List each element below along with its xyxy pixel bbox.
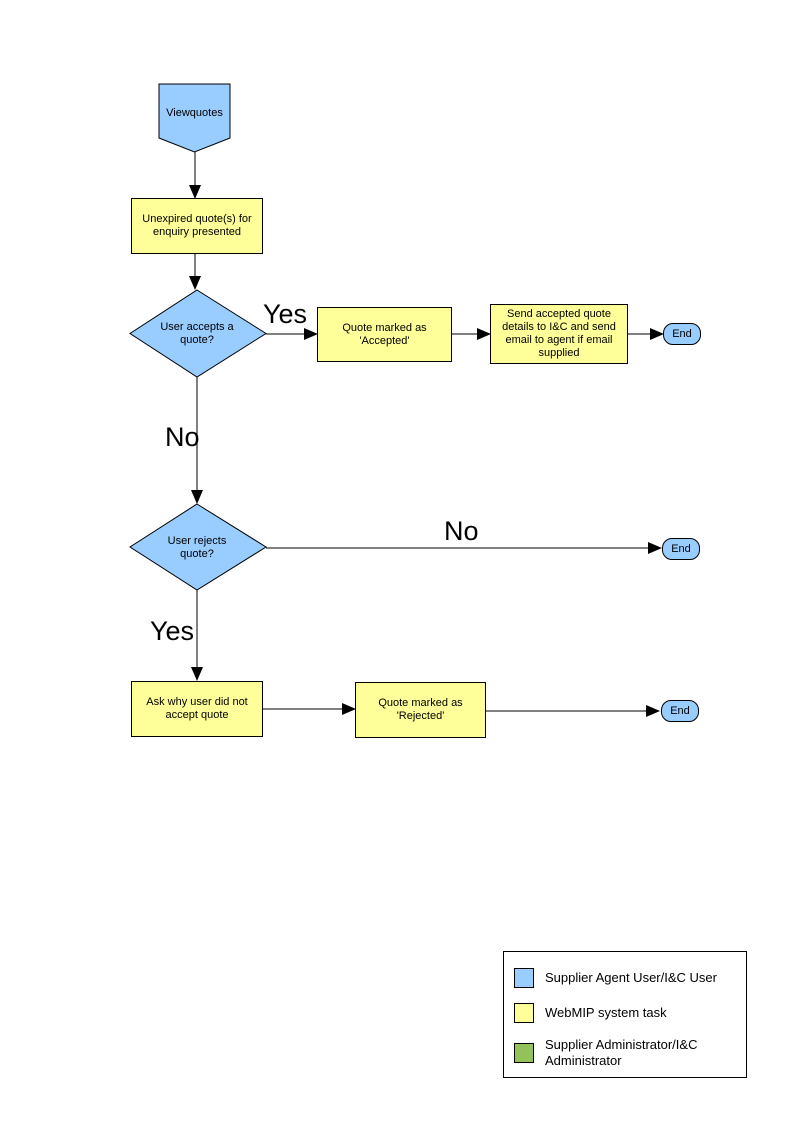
node-ask-why-not-accept: Ask why user did not accept quote: [131, 681, 263, 737]
legend-label: Supplier Agent User/I&C User: [545, 970, 717, 985]
edge-label-accepts-yes: Yes: [263, 299, 308, 329]
legend-item: Supplier Agent User/I&C User: [514, 968, 743, 988]
terminator-end-2: End: [662, 538, 700, 560]
node-quote-marked-rejected: Quote marked as 'Rejected': [355, 682, 486, 738]
decision-user-accepts-label: User accepts a quote?: [160, 320, 234, 346]
legend-label: WebMIP system task: [545, 1005, 667, 1020]
legend-item: Supplier Administrator/I&C Administrator: [514, 1037, 743, 1069]
node-quote-marked-accepted: Quote marked as 'Accepted': [317, 307, 452, 362]
start-node-label: Viewquotes: [166, 106, 223, 119]
node-unexpired-quotes: Unexpired quote(s) for enquiry presented: [131, 198, 263, 254]
terminator-end-3: End: [661, 700, 699, 722]
legend: Supplier Agent User/I&C User WebMIP syst…: [503, 951, 747, 1078]
legend-item: WebMIP system task: [514, 1003, 743, 1023]
legend-swatch-supplier-agent-user: [514, 968, 534, 988]
legend-swatch-webmip-task: [514, 1003, 534, 1023]
edge-label-accepts-no: No: [165, 422, 200, 452]
legend-swatch-supplier-administrator: [514, 1043, 534, 1063]
decision-user-rejects-label: User rejects quote?: [167, 534, 227, 560]
edge-label-rejects-yes: Yes: [150, 616, 195, 646]
legend-label: Supplier Administrator/I&C Administrator: [545, 1037, 698, 1068]
start-pentagon-shape: [158, 83, 231, 153]
connector-layer: [189, 152, 664, 717]
edge-label-rejects-no: No: [444, 516, 479, 546]
node-send-accepted-details: Send accepted quote details to I&C and s…: [490, 304, 628, 364]
terminator-end-1: End: [663, 323, 701, 345]
